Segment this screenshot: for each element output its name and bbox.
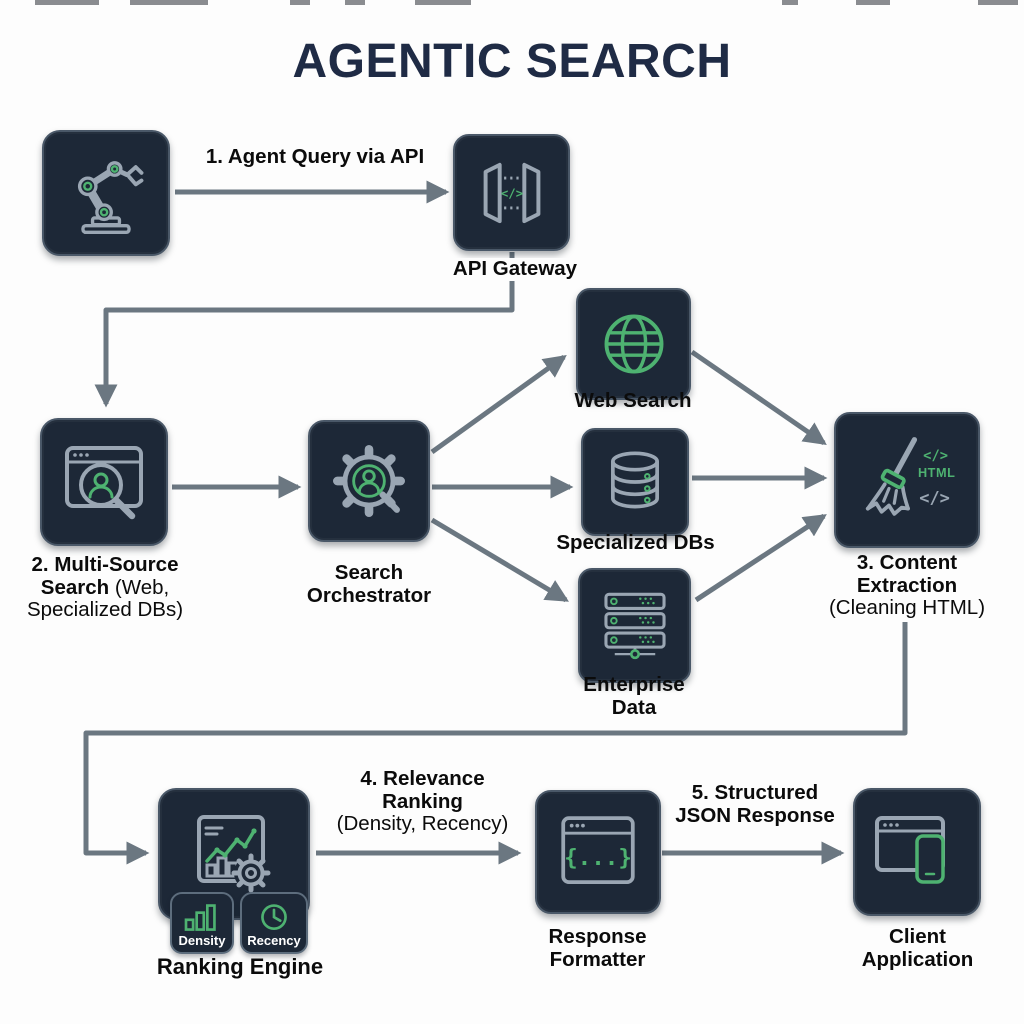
step4-arrow-label: 4. Relevance Ranking (Density, Recency) [330,767,515,836]
label-line: 2. Multi-Source [31,553,179,576]
response-formatter-node: {...} [535,790,661,914]
bar-chart-icon [184,904,216,931]
label-line: Enterprise [583,673,685,696]
crop-artifact [978,0,1018,5]
density-badge-label: Density [178,933,226,948]
label-line: Client [889,925,946,948]
multi-source-search-node [40,418,168,546]
label-line: Application [861,947,974,971]
multi-source-search-label: 2. Multi-Source Search (Web, Specialized… [0,553,210,622]
api-gateway-icon: </> [483,162,540,223]
page-title: AGENTIC SEARCH [292,35,732,88]
step5-arrow-label: 5. Structured JSON Response [665,781,845,827]
web-search-node [576,288,691,400]
label-line: (Web, [114,575,170,599]
broom-html-icon: </> HTML </> [865,437,955,516]
braces-glyph: {...} [564,845,632,871]
label-line: Data [611,695,657,719]
step1-arrow-label: 1. Agent Query via API [205,145,425,168]
crop-artifact [290,0,310,5]
search-orchestrator-label: Search Orchestrator [288,561,450,607]
search-orchestrator-icon [333,445,405,517]
label-line: Formatter [549,947,646,971]
label-line: Search [40,575,110,599]
browser-phone-icon [875,816,945,884]
label-line: 4. Relevance [360,767,485,790]
crop-artifact [130,0,208,5]
ranking-engine-label: Ranking Engine [156,954,324,979]
specialized-dbs-node [581,428,689,536]
crop-artifact [345,0,365,5]
label-line: Extraction [856,573,958,597]
response-formatter-label: Response Formatter [520,925,675,971]
server-rack-icon [603,592,666,659]
recency-badge-label: Recency [247,933,301,948]
recency-badge: Recency [240,892,308,954]
edge-enterprise-to-extraction [694,513,827,603]
specialized-dbs-label: Specialized DBs [556,531,715,554]
code-close-glyph: </> [919,487,950,507]
label-line: Ranking [382,789,463,813]
edge-orchestrator-to-websearch [430,354,567,455]
agent-node [42,130,170,256]
client-application-label: Client Application [840,925,995,971]
robot-arm-icon [77,161,144,235]
edge-websearch-to-extraction [690,349,827,446]
multi-source-search-icon [65,446,143,520]
density-badge: Density [170,892,234,954]
label-line: Search [334,561,404,584]
label-line: Orchestrator [306,583,432,607]
label-line: JSON Response [675,803,835,827]
database-icon [611,451,659,509]
content-extraction-label: 3. Content Extraction (Cleaning HTML) [813,551,1001,620]
api-gateway-node: </> [453,134,570,251]
client-application-node [853,788,981,916]
globe-icon [604,314,663,374]
code-glyph: </> [500,186,522,200]
label-line: Specialized DBs) [26,598,184,621]
code-open-glyph: </> [923,448,948,464]
content-extraction-node: </> HTML </> [834,412,980,548]
crop-artifact [415,0,471,5]
edge-orchestrator-to-enterprise [430,517,569,603]
crop-artifact [856,0,890,5]
search-orchestrator-node [308,420,430,542]
html-glyph: HTML [918,465,955,480]
enterprise-data-node [578,568,691,683]
label-line: Response [548,925,647,948]
web-search-label: Web Search [574,389,692,412]
edge-extraction-to-ranking [83,622,908,865]
label-line: 5. Structured [691,781,819,804]
clock-icon [261,904,287,930]
api-gateway-label: API Gateway [432,257,598,281]
crop-artifact [782,0,798,5]
label-line: (Density, Recency) [336,812,509,835]
ranking-dashboard-icon [197,815,271,893]
label-line: 3. Content [856,551,958,574]
crop-artifact [35,0,99,5]
json-braces-icon: {...} [561,816,635,884]
label-line: (Cleaning HTML) [828,596,986,619]
enterprise-data-label: Enterprise Data [572,673,696,719]
edge-gateway-to-multisource [94,252,515,408]
